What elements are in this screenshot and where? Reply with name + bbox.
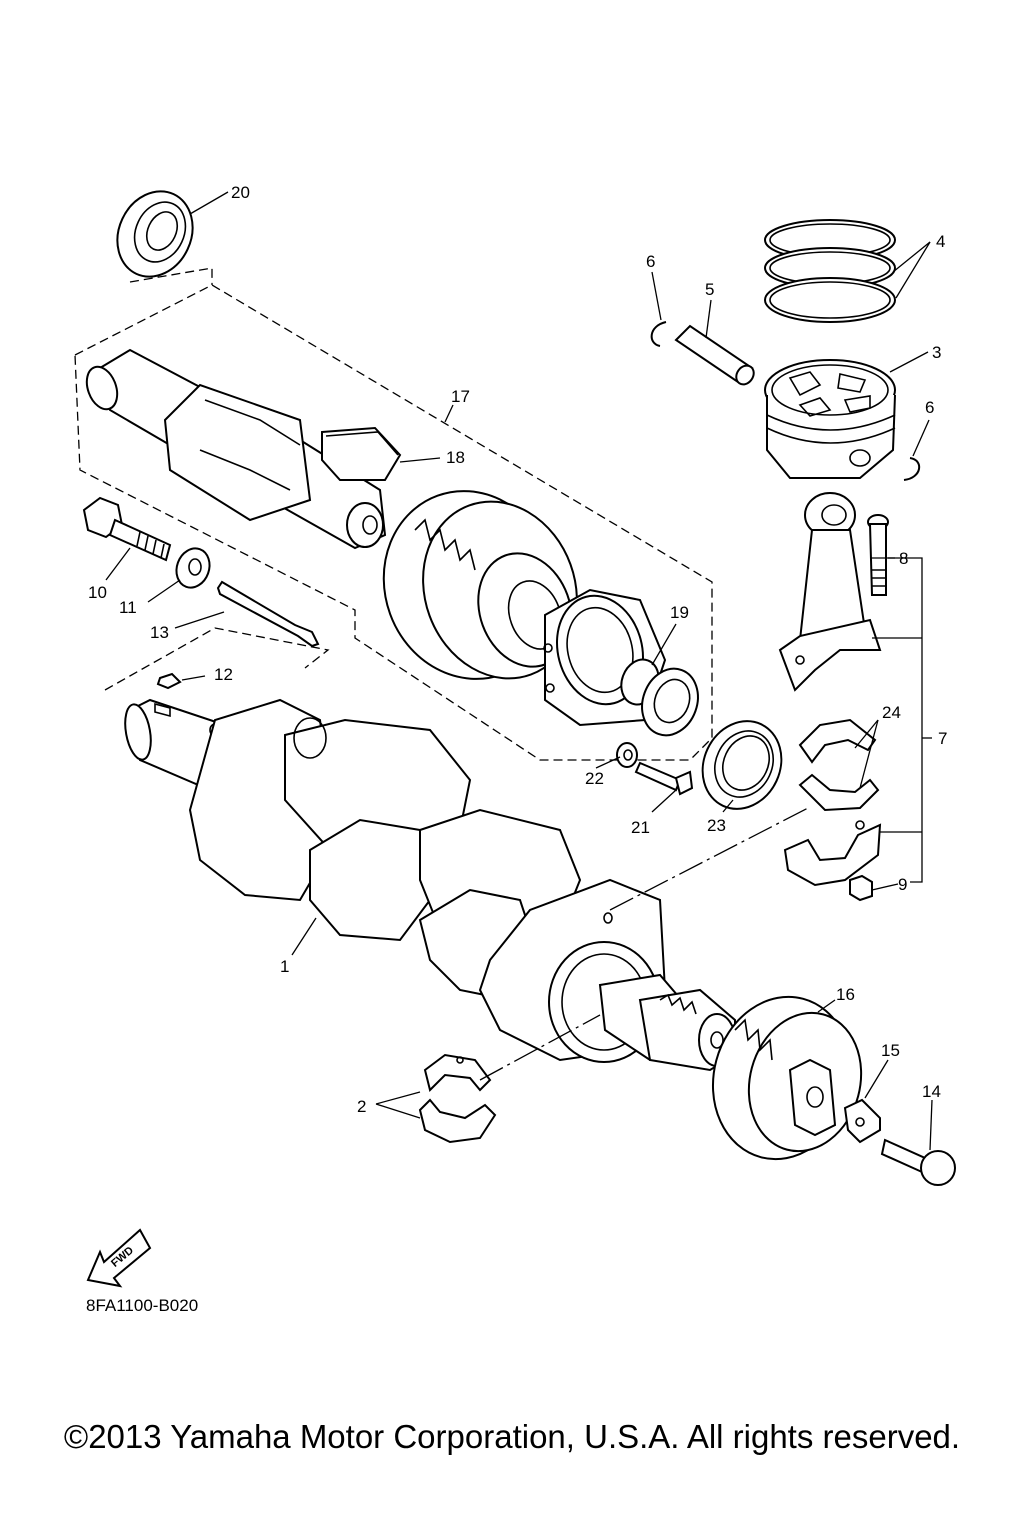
- part-12-key: [156, 672, 182, 690]
- bearing-2-centerline: [479, 1014, 601, 1081]
- callout-1: 1: [280, 957, 289, 976]
- part-15-washer: [843, 1098, 881, 1144]
- crankshaft-frame: [104, 627, 330, 691]
- part-22-washer: [616, 742, 638, 768]
- callout-20: 20: [231, 183, 250, 202]
- part-23-oil-seal: [701, 720, 783, 810]
- callout-11: 11: [119, 598, 137, 617]
- copyright-notice: ©2013 Yamaha Motor Corporation, U.S.A. A…: [63, 1418, 961, 1455]
- callout-2: 2: [357, 1097, 366, 1116]
- crank-pin-centerline: [609, 807, 809, 911]
- callout-12: 12: [214, 665, 233, 684]
- callout-6b: 6: [925, 398, 934, 417]
- callout-15: 15: [881, 1041, 900, 1060]
- drawing-code: 8FA1100-B020: [86, 1296, 199, 1315]
- callout-13: 13: [150, 623, 169, 642]
- part-8-bolt: [867, 514, 889, 596]
- part-14-bolt: [880, 1138, 956, 1186]
- callout-labels: 20 4 6 5 3 6 17 18 8 19 10 11 13 12 24 7…: [88, 183, 947, 1116]
- callout-24: 24: [882, 703, 901, 722]
- callout-21: 21: [631, 818, 650, 837]
- callout-9: 9: [898, 875, 907, 894]
- part-11-washer: [175, 547, 211, 589]
- part-24-bearing: [798, 718, 880, 812]
- callout-7: 7: [938, 729, 947, 748]
- callout-17: 17: [451, 387, 470, 406]
- callout-4: 4: [936, 232, 945, 251]
- callout-23: 23: [707, 816, 726, 835]
- part-5-piston-pin: [674, 324, 755, 386]
- callout-14: 14: [922, 1082, 941, 1101]
- part-18-weight: [321, 426, 402, 481]
- part-6-clip-a: [650, 321, 667, 347]
- callout-19: 19: [670, 603, 689, 622]
- part-3-piston: [764, 359, 896, 479]
- balancer-bush: [641, 667, 699, 737]
- part-4-piston-rings: [764, 219, 896, 323]
- part-1-crankshaft: [124, 698, 736, 1072]
- callout-leaders: [105, 191, 933, 1151]
- part-20-bearing: [116, 190, 194, 278]
- part-17-balancer-shaft: [85, 348, 387, 550]
- part-7-connecting-rod: [778, 492, 882, 692]
- part-9-nut: [849, 874, 873, 902]
- part-16-gear: [711, 995, 863, 1161]
- part-6-clip-b: [903, 457, 920, 481]
- callout-16: 16: [836, 985, 855, 1004]
- callout-18: 18: [446, 448, 465, 467]
- callout-5: 5: [705, 280, 714, 299]
- connecting-rod-cap: [783, 820, 882, 887]
- forward-arrow-icon: FWD: [86, 1228, 152, 1288]
- part-13-plate: [216, 580, 320, 648]
- part-10-bolt: [82, 496, 172, 562]
- callout-3: 3: [932, 343, 941, 362]
- callout-6a: 6: [646, 252, 655, 271]
- callout-22: 22: [585, 769, 604, 788]
- callout-10: 10: [88, 583, 107, 602]
- callout-8: 8: [899, 549, 908, 568]
- part-2-bearing: [418, 1053, 497, 1144]
- part-21-bolt: [634, 761, 694, 796]
